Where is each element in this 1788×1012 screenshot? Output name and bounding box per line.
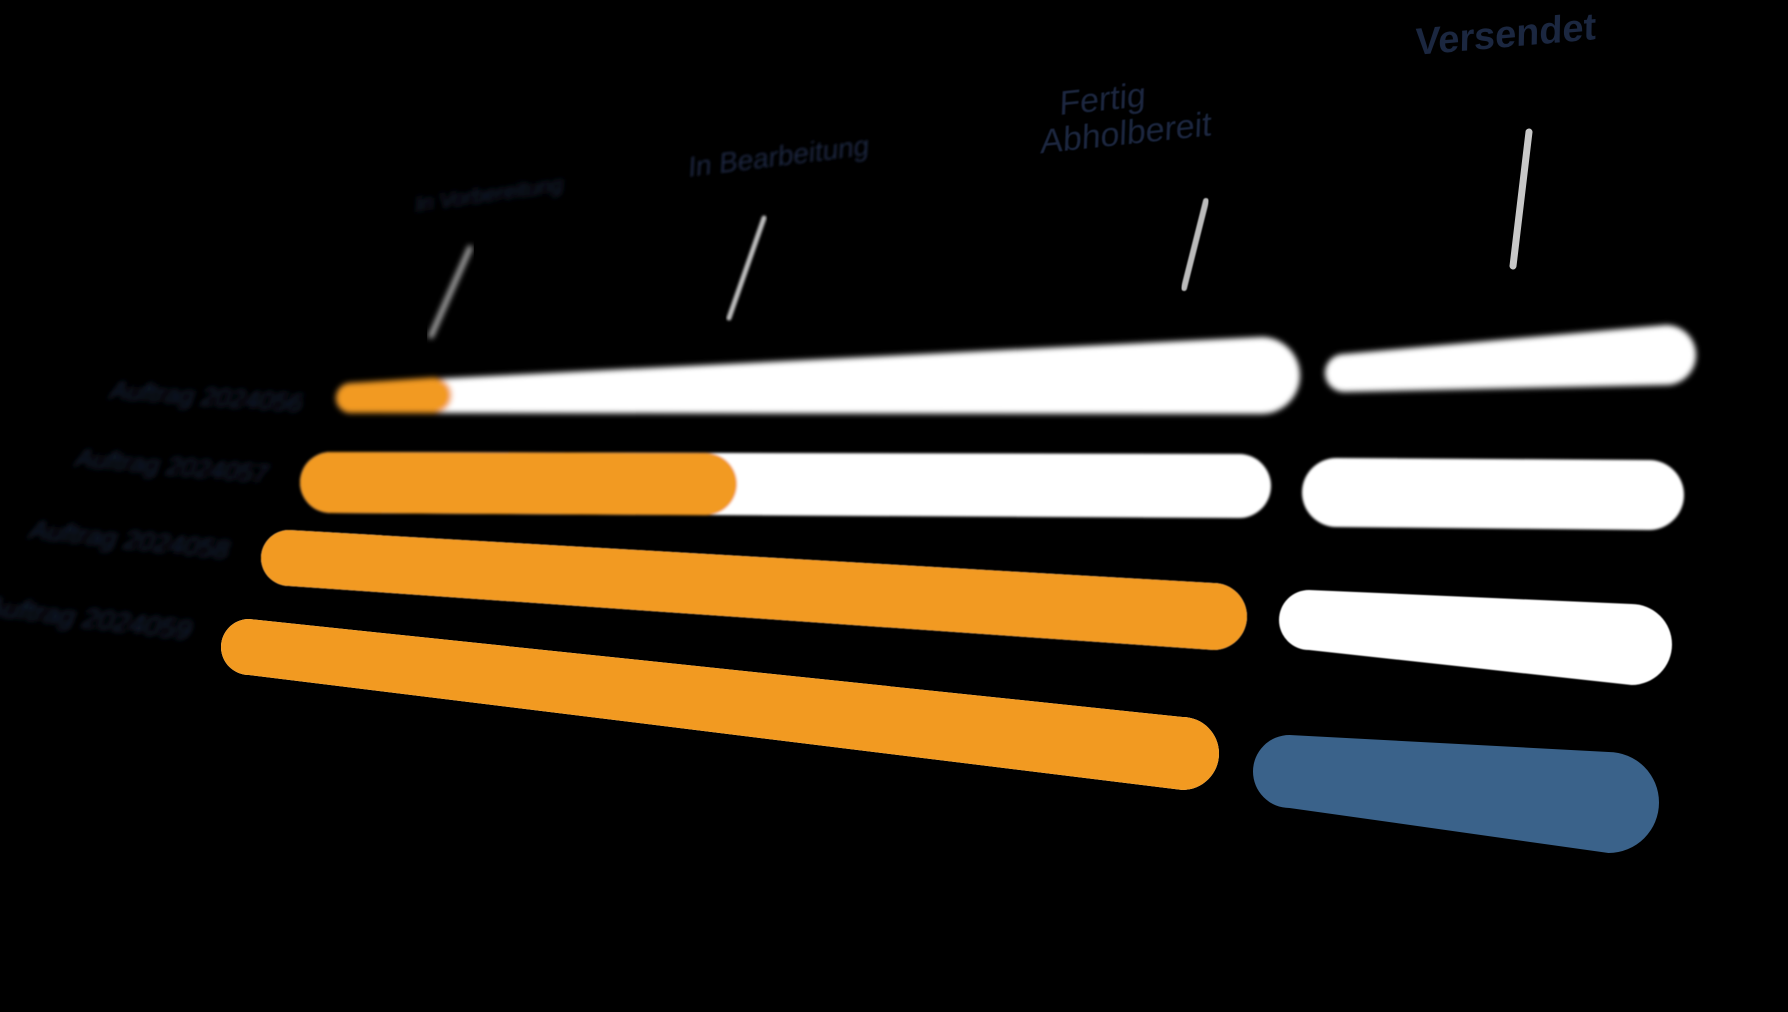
stage-label-in-vorbereitung: In Vorbereitung (415, 171, 564, 217)
shipped-segment (1325, 325, 1696, 392)
bar-row (221, 619, 1659, 853)
row-label: Auftrag 2024058 (25, 514, 234, 564)
bar-row (261, 530, 1672, 685)
stage-labels: In Vorbereitung In Bearbeitung Fertig Ab… (415, 6, 1597, 217)
progress-fill (300, 452, 737, 516)
progress-fill (261, 530, 1247, 650)
stage-tick-in-bearbeitung (726, 215, 767, 321)
row-label: Auftrag 2024057 (72, 443, 273, 489)
row-label: Auftrag 2024056 (106, 375, 307, 417)
bar-row (336, 325, 1696, 414)
shipped-segment (1253, 735, 1659, 853)
stage-tick-fertig-abholbereit (1181, 198, 1209, 291)
row-label: Auftrag 2024059 (0, 591, 197, 647)
progress-track (336, 337, 1300, 414)
bars (221, 325, 1696, 853)
shipped-segment (1302, 458, 1684, 530)
stage-label-versendet: Versendet (1415, 6, 1597, 64)
progress-fill (336, 377, 452, 414)
stage-tick-in-vorbereitung (428, 245, 473, 339)
stage-tick-versendet (1509, 128, 1533, 270)
stage-label-fertig-abholbereit: Fertig Abholbereit (1040, 69, 1214, 162)
stage-ticks (428, 128, 1533, 339)
bar-row (300, 452, 1684, 530)
progress-fill (221, 619, 1219, 790)
stage-label-in-bearbeitung: In Bearbeitung (688, 129, 870, 183)
row-labels: Auftrag 2024056 Auftrag 2024057 Auftrag … (0, 375, 308, 646)
shipped-segment (1279, 590, 1672, 685)
